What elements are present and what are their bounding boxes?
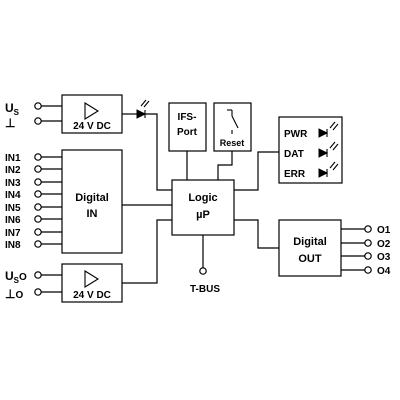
digital-out-line1: Digital [293,236,327,248]
terminal-uso-plus [34,271,42,279]
output-terminal [364,239,372,247]
input-in6: IN6 [5,215,62,226]
converter-bottom-label: 24 V DC [73,290,111,301]
status-led-pwr-label: PWR [284,129,308,140]
input-terminal [34,215,42,223]
wire-converter-bottom-to-logic [122,219,172,284]
svg-text:US: US [5,101,20,117]
logic-box [171,179,235,236]
logic-line2: µP [196,209,210,221]
power-led-icon [136,99,150,119]
tbus-label: T-BUS [190,284,220,295]
ground-o-tail: O [15,290,23,301]
ground-symbol-top: ⊥ [5,116,15,130]
output-o1: O1 [341,225,391,236]
input-in2: IN2 [5,165,62,176]
output-terminal [364,252,372,260]
input-in4: IN4 [5,190,62,201]
output-terminal [364,225,372,233]
ifs-port-line1: IFS- [178,112,197,123]
logic-line1: Logic [188,192,217,204]
input-in1: IN1 [5,153,62,164]
converter-top-box [61,94,123,134]
digital-out-line2: OUT [298,253,322,265]
output-label: O4 [377,266,391,277]
input-terminal [34,203,42,211]
input-terminal [34,165,42,173]
ground-o-label: ⊥O [5,287,23,301]
status-led-dat-label: DAT [284,149,304,160]
input-label: IN3 [5,178,21,189]
wire-logic-to-status [234,151,279,191]
status-led-pwr: PWR [284,121,339,140]
input-label: IN4 [5,190,21,201]
input-label: IN2 [5,165,21,176]
converter-top-label: 24 V DC [73,121,111,132]
supply-us-label: US [5,101,20,117]
input-terminal [34,240,42,248]
ifs-port-line2: Port [177,127,198,138]
input-label: IN8 [5,240,21,251]
svg-text:USO: USO [5,269,27,285]
input-terminal [34,228,42,236]
input-label: IN5 [5,203,21,214]
led-icon [318,161,339,178]
digital-in-line1: Digital [75,192,109,204]
reset-label: Reset [220,138,245,148]
wire-logic-to-digital-out [234,219,279,249]
input-terminal [34,190,42,198]
output-o3: O3 [341,252,391,263]
input-terminal [34,178,42,186]
input-terminal [34,153,42,161]
output-o4: O4 [341,266,391,277]
tbus-terminal [199,267,207,275]
status-led-dat: DAT [284,141,339,160]
output-label: O2 [377,239,391,250]
ifs-port-box [168,102,207,152]
input-label: IN1 [5,153,21,164]
uso-main-text: U [5,269,14,283]
terminal-us-plus [34,102,42,110]
reset-switch-icon [227,109,239,134]
status-led-err-label: ERR [284,169,306,180]
terminal-uso-minus [34,288,42,296]
input-label: IN6 [5,215,21,226]
svg-text:⊥O: ⊥O [5,287,23,301]
digital-in-box [61,149,123,254]
output-terminal [364,266,372,274]
input-in8: IN8 [5,240,62,251]
amplifier-triangle-icon [84,102,100,120]
terminal-us-minus [34,117,42,125]
input-label: IN7 [5,228,21,239]
input-in3: IN3 [5,178,62,189]
uso-tail-text: O [19,272,27,283]
led-icon [318,121,339,138]
led-icon [318,141,339,158]
amplifier-triangle-icon [84,270,100,288]
digital-in-line2: IN [87,208,98,220]
wire-reset-to-logic [217,151,233,180]
output-o2: O2 [341,239,391,250]
uso-sub-text: S [14,276,20,285]
us-main-text: U [5,101,14,115]
input-in7: IN7 [5,228,62,239]
wire-led-to-logic [145,113,172,191]
status-led-box [278,116,343,184]
output-label: O1 [377,225,391,236]
digital-out-box [278,219,342,277]
input-in5: IN5 [5,203,62,214]
supply-uso-label: USO [5,269,27,285]
output-label: O3 [377,252,391,263]
us-sub-text: S [14,108,20,117]
status-led-err: ERR [284,161,339,180]
ground-symbol-bottom: ⊥ [5,287,15,301]
